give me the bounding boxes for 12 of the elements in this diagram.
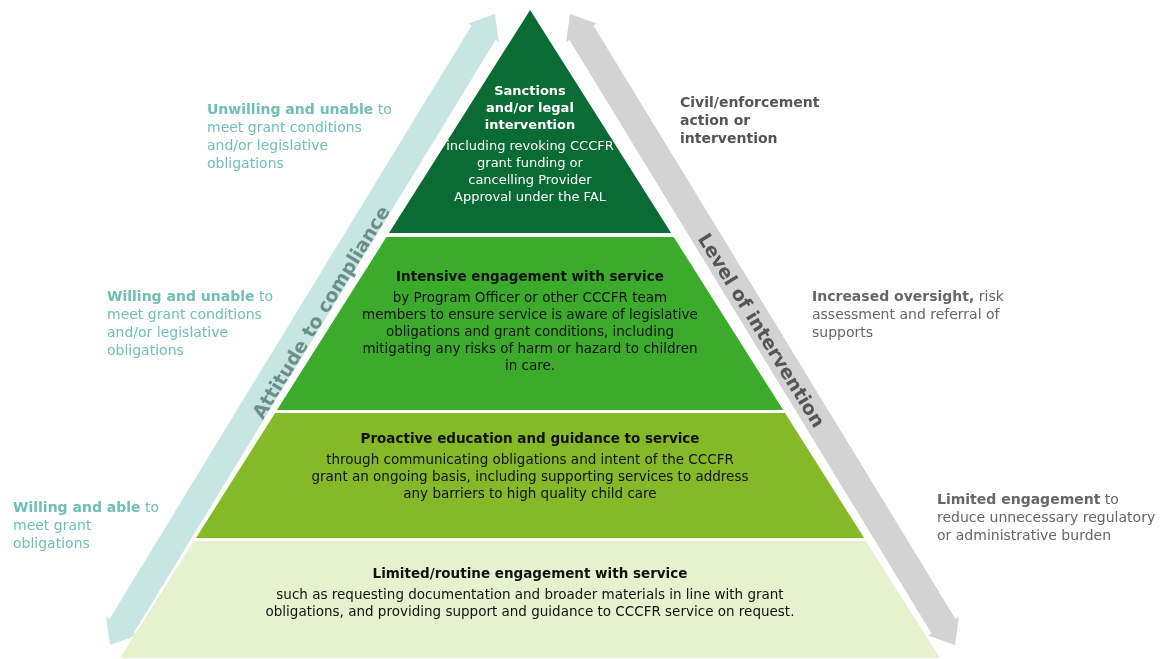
side-note: Limited engagement to reduce unnecessary regulatory or administrative burden <box>937 490 1157 544</box>
tier-description: including revoking CCCFR grant funding or cancelling Provider Approval under the FAL <box>445 137 615 205</box>
tier-heading: Limited/routine engagement with service <box>371 565 689 582</box>
tier-description: such as requesting documentation and broader materials in line with grant obligations, and providing support and guidance to CCCFR service on request. <box>264 586 796 620</box>
pyramid-tier <box>120 541 940 658</box>
side-note: Civil/enforcement action or intervention <box>680 93 821 147</box>
tier-heading: Intensive engagement with service <box>395 268 665 285</box>
tier-heading: Sanctions and/or legal intervention <box>483 82 577 133</box>
side-note: Unwilling and unable to meet grant conditions and/or legislative obligations <box>207 100 393 172</box>
side-note: Willing and able to meet grant obligations <box>13 498 161 552</box>
tier-description: through communicating obligations and intent of the CCCFR grant an ongoing basis, including supporting services to address any barriers to high quality child care <box>310 451 750 502</box>
tier-heading: Proactive education and guidance to service <box>359 430 701 447</box>
